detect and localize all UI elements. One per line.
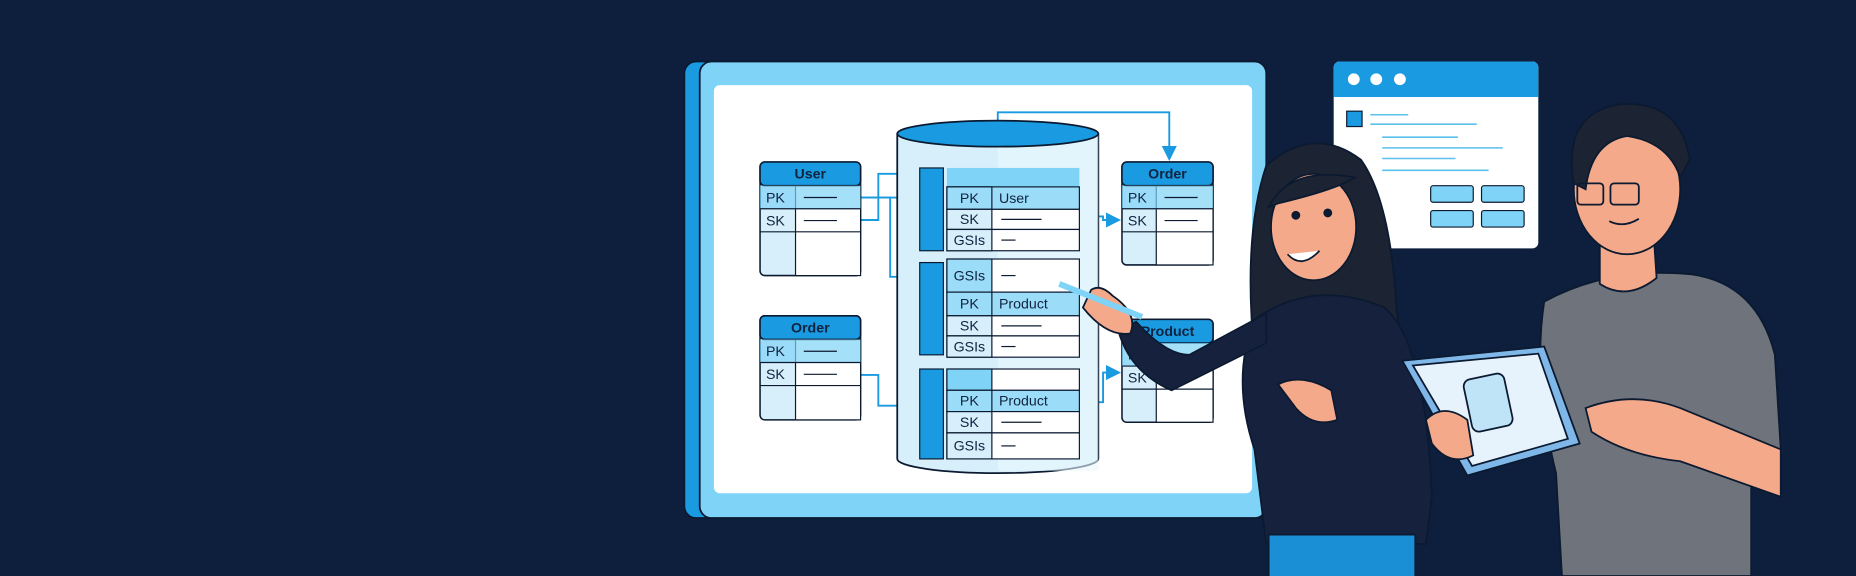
stylus-icon	[1058, 281, 1144, 320]
single-table-row: PK User	[946, 186, 1080, 210]
table-title: User	[795, 167, 827, 183]
row-key: SK	[960, 415, 979, 431]
single-table-row: SK	[946, 411, 1080, 434]
table-title: Product	[1141, 324, 1195, 340]
row-key: PK	[960, 394, 979, 410]
single-table-row: GSIs	[946, 228, 1080, 252]
row-value: User	[999, 191, 1029, 207]
row-key: GSIs	[954, 439, 986, 455]
table-title: Order	[791, 320, 830, 336]
single-table-row: GSIs	[946, 335, 1080, 358]
row-key: PK	[766, 344, 785, 360]
browser-window-icon	[1333, 61, 1539, 249]
woman-presenter	[1058, 142, 1433, 576]
row-value: Product	[999, 297, 1048, 313]
row-key: SK	[766, 367, 785, 383]
table-title: Order	[1148, 167, 1187, 183]
row-key: SK	[960, 212, 979, 228]
row-value: Product	[999, 394, 1048, 410]
row-key: GSIs	[954, 339, 986, 355]
single-table-row: PK Product	[946, 389, 1080, 413]
single-table-row: PK Product	[946, 291, 1080, 317]
man-with-tablet	[1400, 103, 1782, 576]
single-table-row: SK	[946, 208, 1080, 231]
single-table-row: SK	[946, 315, 1080, 337]
row-key: PK	[1128, 190, 1147, 206]
row-key: SK	[1128, 371, 1147, 387]
entity-tables: UserPKSKOrderPKSKOrderPKSKProductPKSK	[759, 161, 1214, 424]
single-table-row: GSIs	[946, 258, 1080, 293]
row-key: SK	[1128, 213, 1147, 229]
row-key: GSIs	[954, 233, 986, 249]
row-key: PK	[766, 190, 785, 206]
row-key: PK	[960, 297, 979, 313]
row-key: SK	[766, 213, 785, 229]
row-key: SK	[960, 319, 979, 335]
single-table-row: GSIs	[946, 432, 1080, 460]
row-key: PK	[960, 191, 979, 207]
row-key: GSIs	[954, 268, 986, 284]
